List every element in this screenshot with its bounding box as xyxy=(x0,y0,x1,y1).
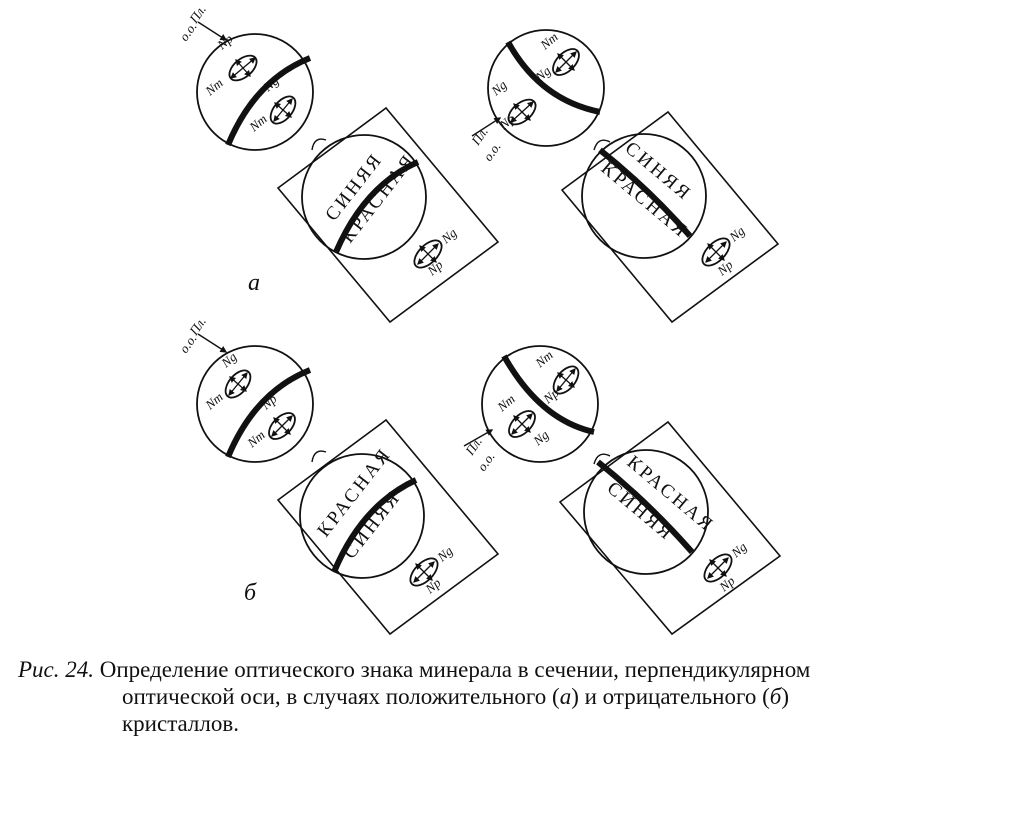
axis-label-np: Np xyxy=(496,111,518,133)
polarizer-pointer: Пл. о.о. xyxy=(176,314,228,356)
axis-label-nm: Nm xyxy=(244,427,268,451)
indicatrix-ellipse xyxy=(269,95,297,125)
indicatrix-ellipse xyxy=(228,54,258,82)
indicatrix-ellipse xyxy=(224,369,252,399)
panel-label-b: б xyxy=(244,580,257,606)
indicatrix-ellipse xyxy=(508,410,536,438)
indicatrix-ellipse xyxy=(552,365,580,395)
axis-label-nm: Nm xyxy=(202,75,226,99)
panel-a-right: Nm Ng Ng Np Пл. о.о. СИНЯЯ КРАСНАЯ Ng Np xyxy=(468,29,780,324)
polarizer-pointer: Пл. о.о. xyxy=(468,117,504,164)
axis-label-nm: Nm xyxy=(494,391,518,415)
axis-label-np: Np xyxy=(258,391,280,413)
indicatrix-ellipse xyxy=(552,48,580,76)
caption-number: Рис. 24. xyxy=(18,657,95,682)
axis-label-np: Np xyxy=(714,257,736,279)
axis-label-ng: Ng xyxy=(530,427,552,449)
axis-label-nm: Nm xyxy=(537,29,561,53)
caption-line-1: Определение оптического знака минерала в… xyxy=(99,657,811,682)
panel-b-left: Ng Nm Np Nm Пл. о.о. КРАСНАЯ СИНЯЯ Ng Np xyxy=(176,314,500,636)
axis-label-np: Np xyxy=(424,257,446,279)
axis-label-nm: Nm xyxy=(246,111,270,135)
axis-label-np: Np xyxy=(716,573,738,595)
plate-indicatrix: Ng Np xyxy=(701,223,748,279)
axis-label-nm: Nm xyxy=(532,347,556,371)
caption-line-3: кристаллов. xyxy=(122,711,239,736)
optical-sign-diagram: Np Nm Ng Nm Пл. о.о. СИНЯЯ КРАСНАЯ Ng Np xyxy=(176,2,782,636)
indicatrix-ellipse xyxy=(268,412,296,440)
axis-label-ng: Ng xyxy=(218,349,240,371)
axis-label-ng: Ng xyxy=(488,77,510,99)
axis-label-nm: Nm xyxy=(202,389,226,413)
figure-caption: Рис. 24. Определение оптического знака м… xyxy=(18,656,1008,737)
indicatrix-ellipse xyxy=(507,98,537,126)
panel-b-right: Nm Np Nm Ng Пл. о.о. КРАСНАЯ СИНЯЯ Ng Np xyxy=(462,345,782,636)
caption-line-2: оптической оси, в случаях положительного… xyxy=(122,684,789,709)
plate-indicatrix: Ng Np xyxy=(413,225,460,279)
axis-label-np: Np xyxy=(422,575,444,597)
panel-label-a: а xyxy=(248,270,260,296)
panel-a-left: Np Nm Ng Nm Пл. о.о. СИНЯЯ КРАСНАЯ Ng Np xyxy=(176,2,500,324)
plate-indicatrix: Ng Np xyxy=(703,539,750,595)
